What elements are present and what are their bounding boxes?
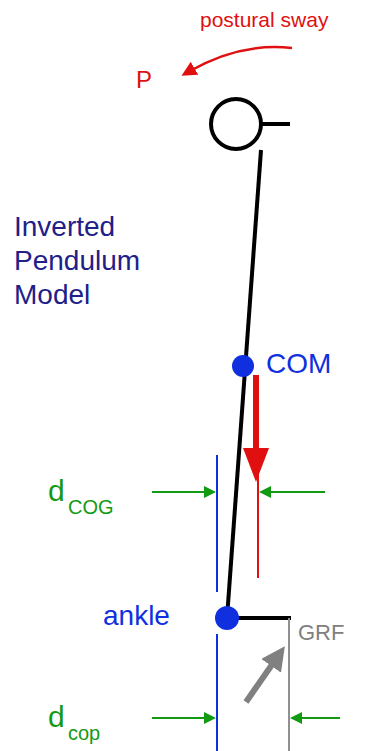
dimension-arrow xyxy=(152,717,214,719)
ankle-reference-line xyxy=(216,455,218,592)
gravity-line xyxy=(257,470,259,578)
com-dot xyxy=(232,355,254,377)
head-circle xyxy=(211,99,261,149)
grf-label: GRF xyxy=(298,620,344,645)
dimension-arrow xyxy=(292,717,340,719)
dimension-subscript: COG xyxy=(68,496,114,519)
force-label: P xyxy=(136,66,152,94)
dimension-arrow xyxy=(152,491,214,493)
com-label: COM xyxy=(266,348,331,380)
sway-label: postural sway xyxy=(200,8,328,32)
sway-arc xyxy=(188,47,292,72)
dimension-symbol: d xyxy=(48,700,65,735)
gravity-arrowhead xyxy=(243,448,269,482)
ankle-reference-line xyxy=(216,634,218,751)
nose-line xyxy=(261,122,290,126)
ankle-label: ankle xyxy=(103,600,170,632)
dimension-arrow xyxy=(261,491,325,493)
model-title: Inverted Pendulum Model xyxy=(14,210,164,312)
pendulum-rod xyxy=(227,150,261,618)
dimension-subscript: cop xyxy=(68,722,100,745)
dimension-symbol: d xyxy=(48,474,65,509)
grf-line xyxy=(288,618,290,751)
gravity-arrow xyxy=(253,375,259,452)
grf-arrow xyxy=(246,656,278,702)
ankle-dot xyxy=(215,606,239,630)
